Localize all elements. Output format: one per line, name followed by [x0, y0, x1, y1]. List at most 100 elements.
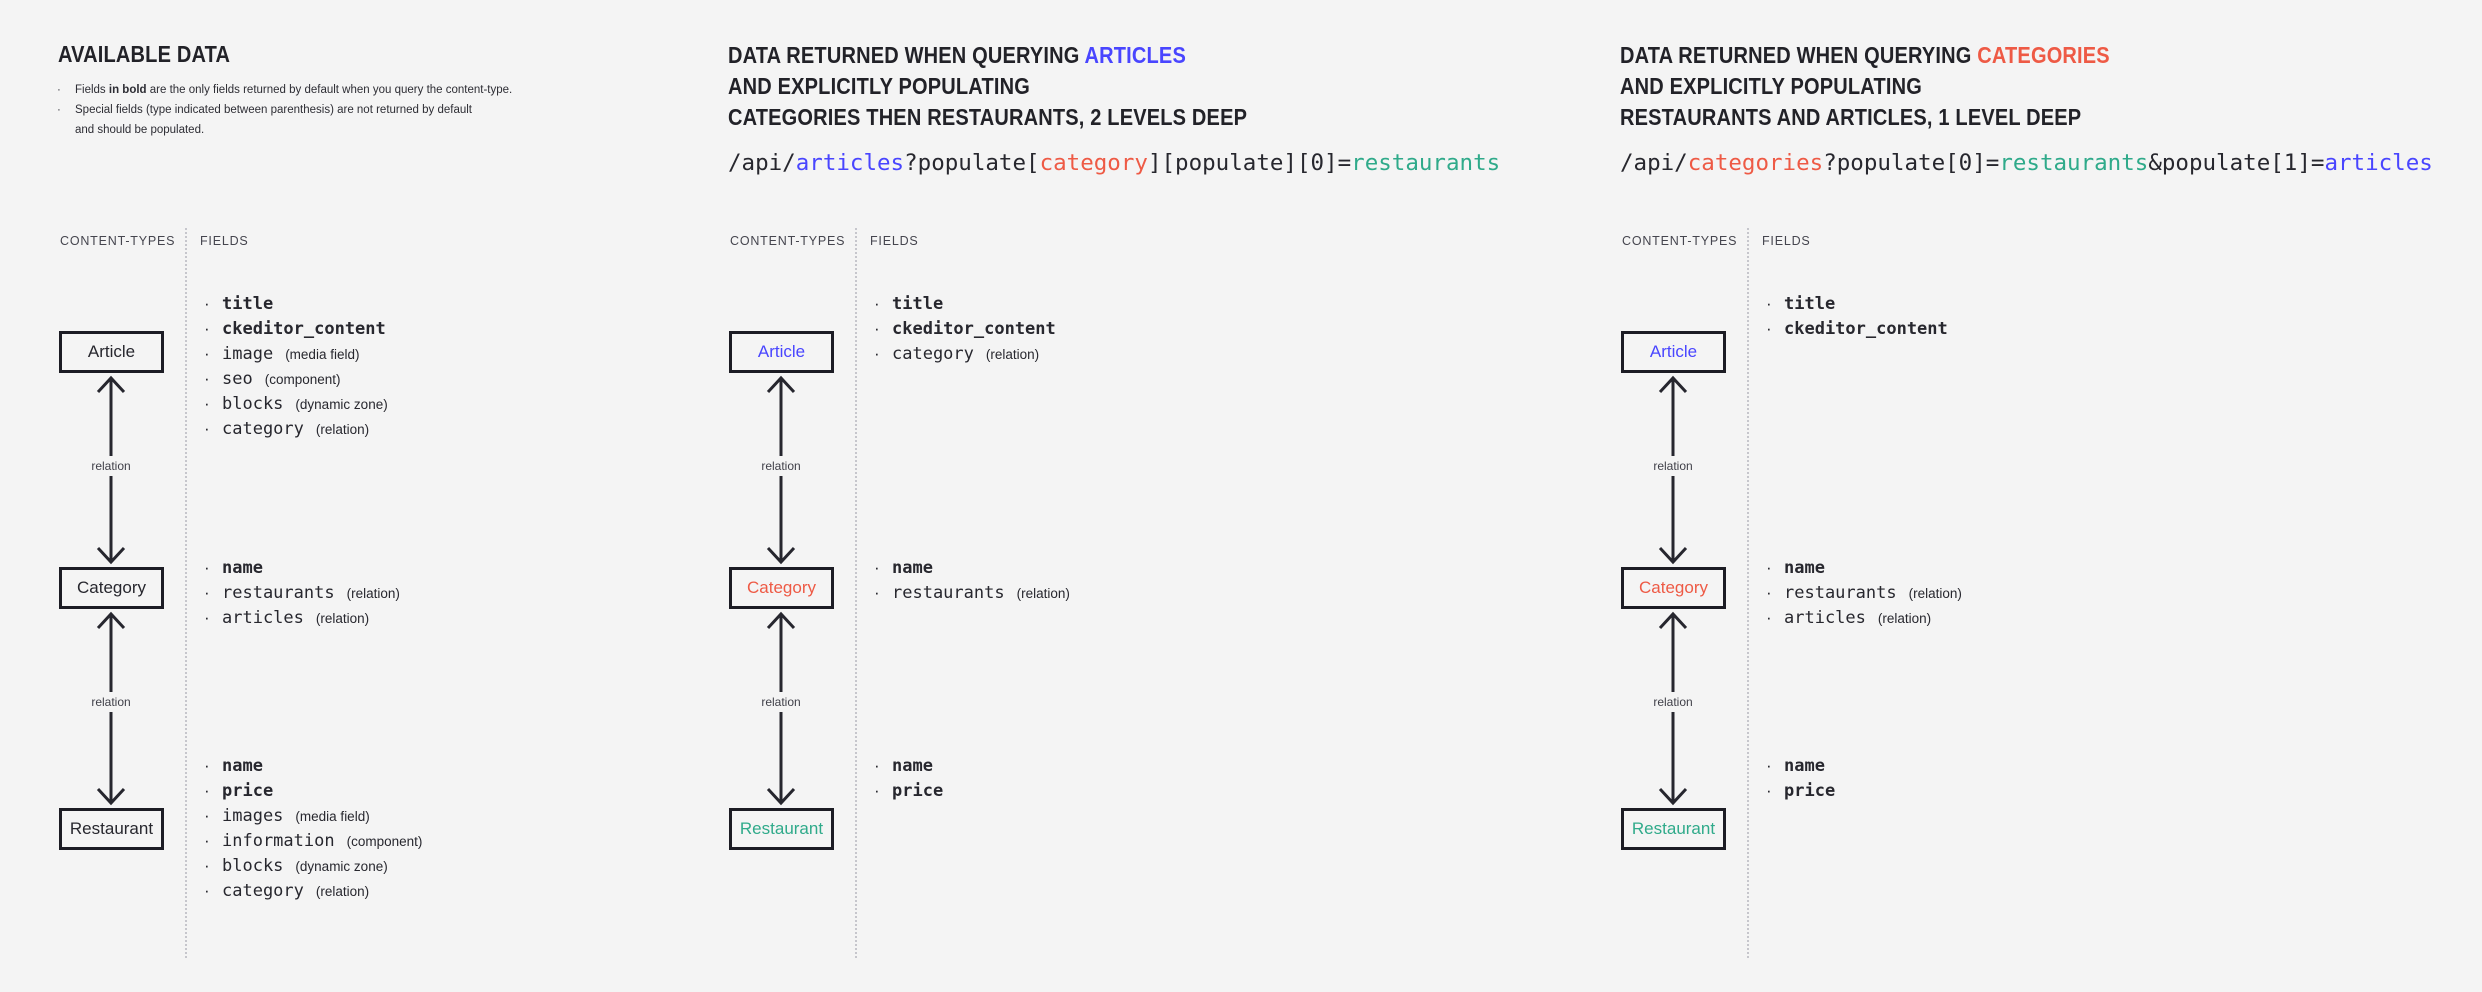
fields-label: FIELDS: [1762, 234, 1811, 248]
field-type: (relation): [315, 884, 370, 899]
bullet-icon: ·: [204, 756, 210, 775]
note-text: are the only fields returned by default …: [146, 84, 513, 96]
article-fields-list: ·title · ckeditor_content ·image(media fi…: [204, 292, 398, 442]
field-name: seo: [222, 369, 253, 389]
field-name: articles: [1784, 608, 1866, 628]
relation-label: relation: [756, 692, 806, 712]
field-row: ·title: [204, 292, 398, 317]
field-name: price: [892, 781, 944, 801]
bullet-icon: ·: [874, 781, 880, 800]
field-name: price: [1784, 781, 1836, 801]
field-name: name: [1784, 558, 1825, 578]
field-name: title: [892, 294, 944, 314]
note-line: and should be populated.: [57, 120, 512, 140]
field-row: ·articles(relation): [1766, 606, 1962, 631]
note-text: Special fields (type indicated between p…: [75, 104, 472, 116]
field-name: name: [892, 756, 933, 776]
bullet-icon: ·: [874, 294, 880, 313]
field-name: name: [1784, 756, 1825, 776]
field-name: ckeditor_content: [892, 319, 1056, 339]
relation-label: relation: [1648, 456, 1698, 476]
field-row: ·information(component): [204, 829, 422, 854]
field-name: information: [222, 831, 335, 851]
field-row: ·restaurants(relation): [1766, 581, 1962, 606]
relation-label: relation: [86, 692, 136, 712]
note-line: ·Special fields (type indicated between …: [57, 100, 512, 120]
heading-highlight: CATEGORIES: [1977, 42, 2110, 68]
heading-line: CATEGORIES THEN RESTAURANTS, 2 LEVELS DE…: [728, 104, 1248, 130]
field-row: ·price: [204, 779, 422, 804]
field-row: ·name: [1766, 754, 1847, 779]
field-row: ·images(media field): [204, 804, 422, 829]
note-text: and should be populated.: [75, 124, 205, 136]
field-name: name: [222, 756, 263, 776]
field-type: (relation): [315, 422, 370, 437]
field-name: category: [892, 344, 974, 364]
bullet-icon: ·: [204, 394, 210, 413]
field-type: (relation): [346, 586, 400, 601]
category-fields-list: ·name ·restaurants(relation) ·articles(r…: [204, 556, 400, 631]
article-box: Article: [59, 331, 164, 373]
bullet-icon: ·: [874, 756, 880, 775]
code-segment: ?populate[: [904, 150, 1040, 176]
api-code-articles: /api/articles?populate[category][populat…: [728, 150, 1500, 176]
bullet-icon: ·: [874, 344, 880, 363]
field-row: ·image(media field): [204, 342, 398, 367]
note-text: Fields: [75, 84, 109, 96]
bullet-icon: ·: [1766, 319, 1772, 338]
fields-label: FIELDS: [200, 234, 249, 248]
field-row: ·seo(component): [204, 367, 398, 392]
heading-line: DATA RETURNED WHEN QUERYING CATEGORIES: [1620, 42, 2110, 68]
category-fields-list: · name ·restaurants(relation) · articles (r…: [1766, 556, 1962, 631]
column-separator: [855, 228, 857, 958]
field-row: ·category(relation): [874, 342, 1068, 367]
restaurant-fields-list: · name · price: [874, 754, 955, 804]
code-segment: categories: [1687, 150, 1824, 176]
field-row: ·ckeditor_content: [874, 317, 1068, 342]
code-segment: &populate[1]=: [2148, 150, 2325, 176]
field-row: · price: [1766, 779, 1847, 804]
category-box: Category: [59, 567, 164, 609]
field-type: (dynamic zone): [295, 859, 388, 874]
field-row: ·blocks(dynamic zone): [204, 392, 398, 417]
field-row: · name: [204, 754, 422, 779]
bullet-icon: ·: [874, 558, 880, 577]
bullet-icon: ·: [204, 319, 210, 338]
field-name: blocks: [222, 394, 284, 414]
field-type: (relation): [1877, 611, 1932, 626]
heading-line: RESTAURANTS AND ARTICLES, 1 LEVEL DEEP: [1620, 104, 2082, 130]
note-line: · Fields in bold are the only fields retu…: [57, 80, 512, 100]
field-row: ·articles(relation): [204, 606, 400, 631]
bullet-icon: ·: [1766, 781, 1772, 800]
field-row: ·ckeditor_content: [1766, 317, 1960, 342]
column-separator: [1747, 228, 1749, 958]
bullet-icon: ·: [204, 881, 210, 900]
field-name: category: [222, 419, 304, 439]
bullet-icon: ·: [1766, 294, 1772, 313]
bullet-icon: ·: [1766, 583, 1772, 602]
bullet-icon: ·: [1766, 558, 1772, 577]
field-row: ·category(relation): [204, 417, 398, 442]
code-segment: /api/: [728, 150, 796, 176]
bullet-icon: ·: [874, 583, 880, 602]
field-row: · price: [874, 779, 955, 804]
article-box: Article: [1621, 331, 1726, 373]
restaurant-box: Restaurant: [59, 808, 164, 850]
note-text-bold: in bold: [108, 84, 147, 96]
code-segment: restaurants: [1351, 150, 1501, 176]
field-row: · name: [874, 754, 955, 779]
article-box: Article: [729, 331, 834, 373]
relation-label: relation: [756, 456, 806, 476]
bullet-icon: ·: [204, 558, 210, 577]
heading-highlight: ARTICLES: [1084, 42, 1186, 68]
relation-label: relation: [1648, 692, 1698, 712]
field-name: name: [892, 558, 933, 578]
heading-line: AND EXPLICITLY POPULATING: [1620, 73, 1922, 99]
field-name: ckeditor_content: [222, 319, 386, 339]
field-name: articles: [222, 608, 304, 628]
query-categories-heading: DATA RETURNED WHEN QUERYING CATEGORIES A…: [1620, 40, 2183, 133]
column-separator: [185, 228, 187, 958]
bullet-icon: ·: [57, 84, 61, 96]
field-row: · name: [1766, 556, 1962, 581]
